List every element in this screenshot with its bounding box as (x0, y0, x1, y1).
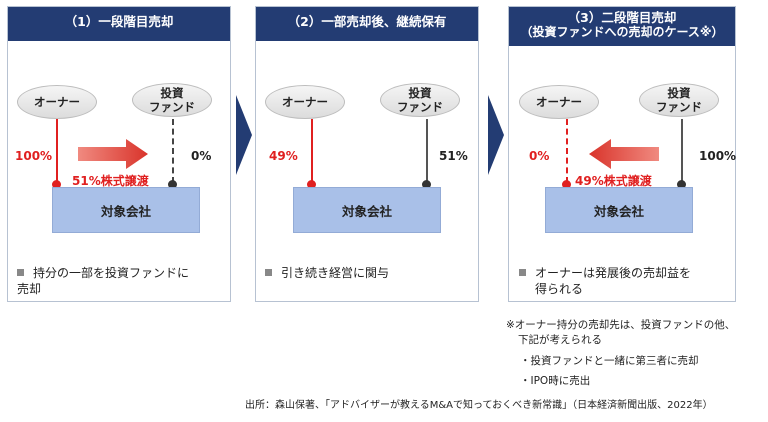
panel-header: （2）一部売却後、継続保有 (256, 7, 478, 41)
fund-ownership-line (681, 119, 683, 183)
owner-percentage: 49% (269, 149, 298, 163)
owner-ownership-dot (52, 180, 61, 189)
owner-ownership-line (311, 119, 313, 183)
target-company-box: 対象会社 (293, 187, 441, 233)
transfer-arrow-icon (78, 139, 148, 169)
owner-ownership-dot (562, 180, 571, 189)
company-label: 対象会社 (341, 203, 392, 219)
chevron-right-icon (488, 95, 504, 175)
owner-ellipse: オーナー (17, 85, 97, 119)
fund-percentage: 0% (191, 149, 212, 163)
panel-title: （2）一部売却後、継続保有 (287, 14, 447, 29)
bullet-square-icon (17, 269, 24, 276)
bullet-square-icon (265, 269, 272, 276)
panel-stage-1: （1）一段階目売却 オーナー 投資ファンド 100% 0% 51%株式譲渡 対象… (7, 6, 231, 302)
fund-percentage: 100% (699, 149, 737, 163)
panel-stage-2: （2）一部売却後、継続保有 オーナー 投資ファンド 49% 51% 対象会社 引… (255, 6, 479, 302)
panel-subtitle: （投資ファンドへの売却のケース※） (520, 25, 724, 39)
owner-ownership-line (566, 119, 568, 183)
footnote-bullet-1: ・投資ファンドと一緒に第三者に売却 (520, 355, 699, 367)
panel-header: （3）二段階目売却 （投資ファンドへの売却のケース※） (509, 7, 735, 46)
owner-ellipse: オーナー (265, 85, 345, 119)
chevron-right-icon (236, 95, 252, 175)
fund-label-line1: 投資 (160, 86, 184, 100)
fund-ellipse: 投資ファンド (132, 83, 212, 117)
fund-ownership-line (426, 119, 428, 183)
source-citation: 出所：森山保著、「アドバイザーが教えるM&Aで知っておくべき新常識」（日本経済新… (245, 400, 713, 411)
fund-label-line2: ファンド (149, 100, 195, 114)
fund-ownership-line (172, 119, 174, 183)
panel-title: （3）二段階目売却 (567, 10, 677, 25)
owner-label: オーナー (282, 95, 328, 109)
panel-header: （1）一段階目売却 (8, 7, 230, 41)
target-company-box: 対象会社 (52, 187, 200, 233)
company-label: 対象会社 (100, 203, 151, 219)
panel-note: オーナーは発展後の売却益を得られる (519, 265, 691, 297)
owner-ellipse: オーナー (519, 85, 599, 119)
transfer-arrow-icon (589, 139, 659, 169)
bullet-square-icon (519, 269, 526, 276)
fund-ellipse: 投資ファンド (380, 83, 460, 117)
owner-label: オーナー (536, 95, 582, 109)
fund-ownership-dot (168, 180, 177, 189)
fund-ownership-dot (422, 180, 431, 189)
owner-ownership-dot (307, 180, 316, 189)
fund-label-line2: ファンド (397, 100, 443, 114)
footnote-main: ※オーナー持分の売却先は、投資ファンドの他、 下記が考えられる (506, 319, 736, 346)
fund-label-line2: ファンド (656, 100, 702, 114)
owner-percentage: 100% (15, 149, 53, 163)
panel-note: 引き続き経営に関与 (265, 265, 389, 281)
transfer-label: 51%株式譲渡 (72, 174, 149, 188)
transfer-label: 49%株式譲渡 (575, 174, 652, 188)
footnote-bullet-2: ・IPO時に売出 (520, 375, 591, 387)
fund-percentage: 51% (439, 149, 468, 163)
owner-percentage: 0% (529, 149, 550, 163)
panel-title: （1）一段階目売却 (64, 14, 174, 29)
fund-ownership-dot (677, 180, 686, 189)
panel-note: 持分の一部を投資ファンドに売却 (17, 266, 190, 296)
company-label: 対象会社 (593, 203, 644, 219)
owner-label: オーナー (34, 95, 80, 109)
fund-label-line1: 投資 (667, 86, 691, 100)
target-company-box: 対象会社 (545, 187, 693, 233)
fund-ellipse: 投資ファンド (639, 83, 719, 117)
owner-ownership-line (56, 119, 58, 183)
panel-stage-3: （3）二段階目売却 （投資ファンドへの売却のケース※） オーナー 投資ファンド … (508, 6, 736, 302)
fund-label-line1: 投資 (408, 86, 432, 100)
